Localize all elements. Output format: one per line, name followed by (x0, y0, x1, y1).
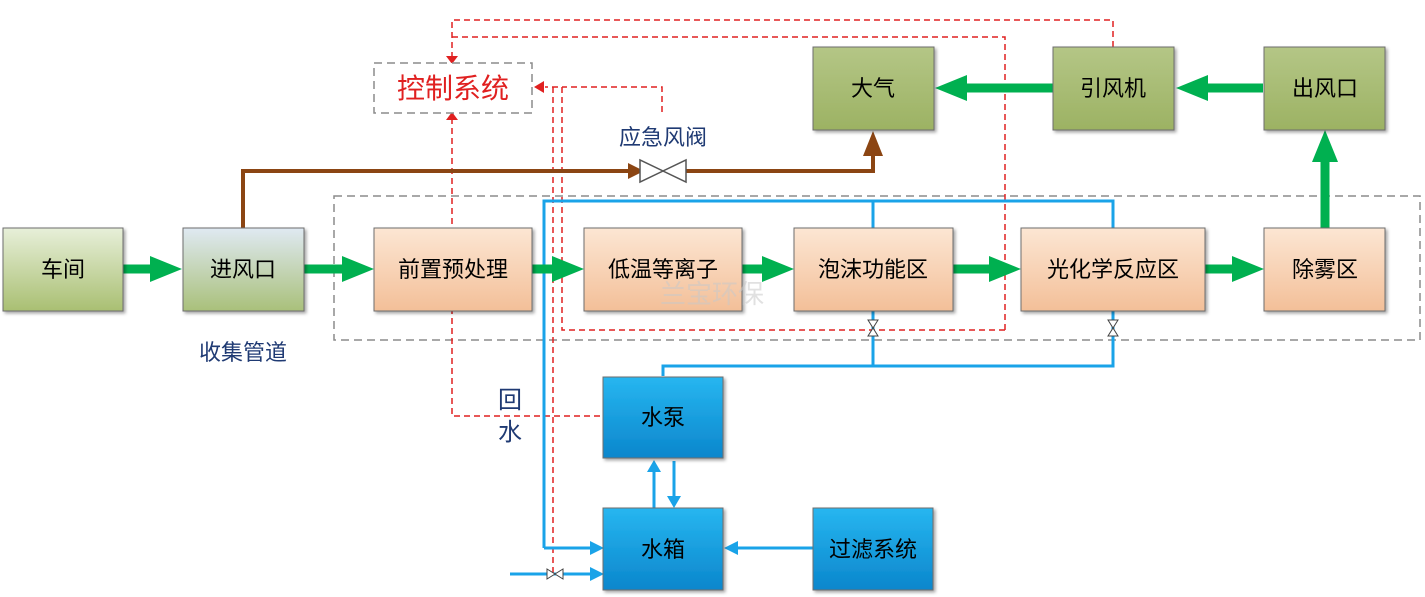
water-valve-photochem[interactable] (1107, 319, 1119, 337)
filter-system-label: 过滤系统 (829, 538, 917, 563)
control-signal-lines (451, 19, 1114, 577)
control-arrow-top (446, 56, 458, 64)
filter-system-box[interactable]: 过滤系统 (812, 507, 934, 591)
air-flow-lines (123, 83, 1330, 274)
pump-label: 水泵 (641, 406, 685, 431)
air-inlet-label: 进风口 (210, 258, 276, 283)
water-valve-inlet[interactable] (546, 568, 564, 580)
control-line-top-inner (452, 36, 1006, 330)
fan-label: 引风机 (1080, 77, 1146, 102)
demist-zone-label: 除雾区 (1292, 258, 1358, 283)
air-flow-arrowheads (150, 75, 1338, 282)
water-valve-foam[interactable] (867, 319, 879, 337)
workshop-label: 车间 (41, 258, 85, 283)
bypass-arrow-valve (628, 163, 644, 179)
watermark-text: 兰宝环保 (660, 280, 764, 310)
foam-zone-box[interactable]: 泡沫功能区 (793, 227, 954, 312)
control-system-label: 控制系统 (397, 72, 509, 105)
plasma-label: 低温等离子 (608, 258, 718, 283)
collection-pipe-label: 收集管道 (199, 341, 287, 366)
water-drain-photochem (661, 311, 1115, 376)
water-arrowheads (590, 460, 738, 581)
pump-box[interactable]: 水泵 (602, 376, 724, 459)
pretreatment-box[interactable]: 前置预处理 (373, 227, 533, 312)
return-water-label-1: 回 (498, 386, 522, 414)
demist-zone-box[interactable]: 除雾区 (1263, 227, 1386, 312)
control-arrow-right (534, 81, 544, 93)
outlet-label: 出风口 (1292, 77, 1358, 102)
photochem-zone-label: 光化学反应区 (1047, 258, 1179, 283)
bypass-arrow-atmosphere (863, 131, 883, 156)
photochem-zone-box[interactable]: 光化学反应区 (1020, 227, 1206, 312)
control-line-top-outer (451, 19, 1114, 58)
fan-box[interactable]: 引风机 (1052, 46, 1175, 131)
foam-zone-label: 泡沫功能区 (818, 258, 928, 283)
control-line-valve (562, 86, 663, 112)
control-arrow-bottom (446, 112, 458, 120)
plasma-box[interactable]: 低温等离子 (583, 227, 743, 312)
emergency-valve-icon[interactable] (639, 158, 687, 184)
tank-label: 水箱 (641, 538, 685, 563)
bypass-line (241, 152, 875, 228)
atmosphere-label: 大气 (851, 77, 895, 102)
tank-box[interactable]: 水箱 (602, 507, 724, 591)
emergency-valve-label: 应急风阀 (619, 126, 707, 151)
outlet-box[interactable]: 出风口 (1263, 46, 1386, 131)
treatment-enclosure (333, 195, 1421, 341)
air-inlet-box[interactable]: 进风口 (182, 227, 305, 312)
return-water-label-2: 水 (498, 418, 522, 446)
atmosphere-box[interactable]: 大气 (812, 46, 935, 131)
pretreatment-label: 前置预处理 (398, 258, 508, 283)
water-supply-main (542, 199, 1115, 548)
workshop-box[interactable]: 车间 (2, 227, 124, 312)
control-system-box[interactable]: 控制系统 (373, 62, 533, 114)
